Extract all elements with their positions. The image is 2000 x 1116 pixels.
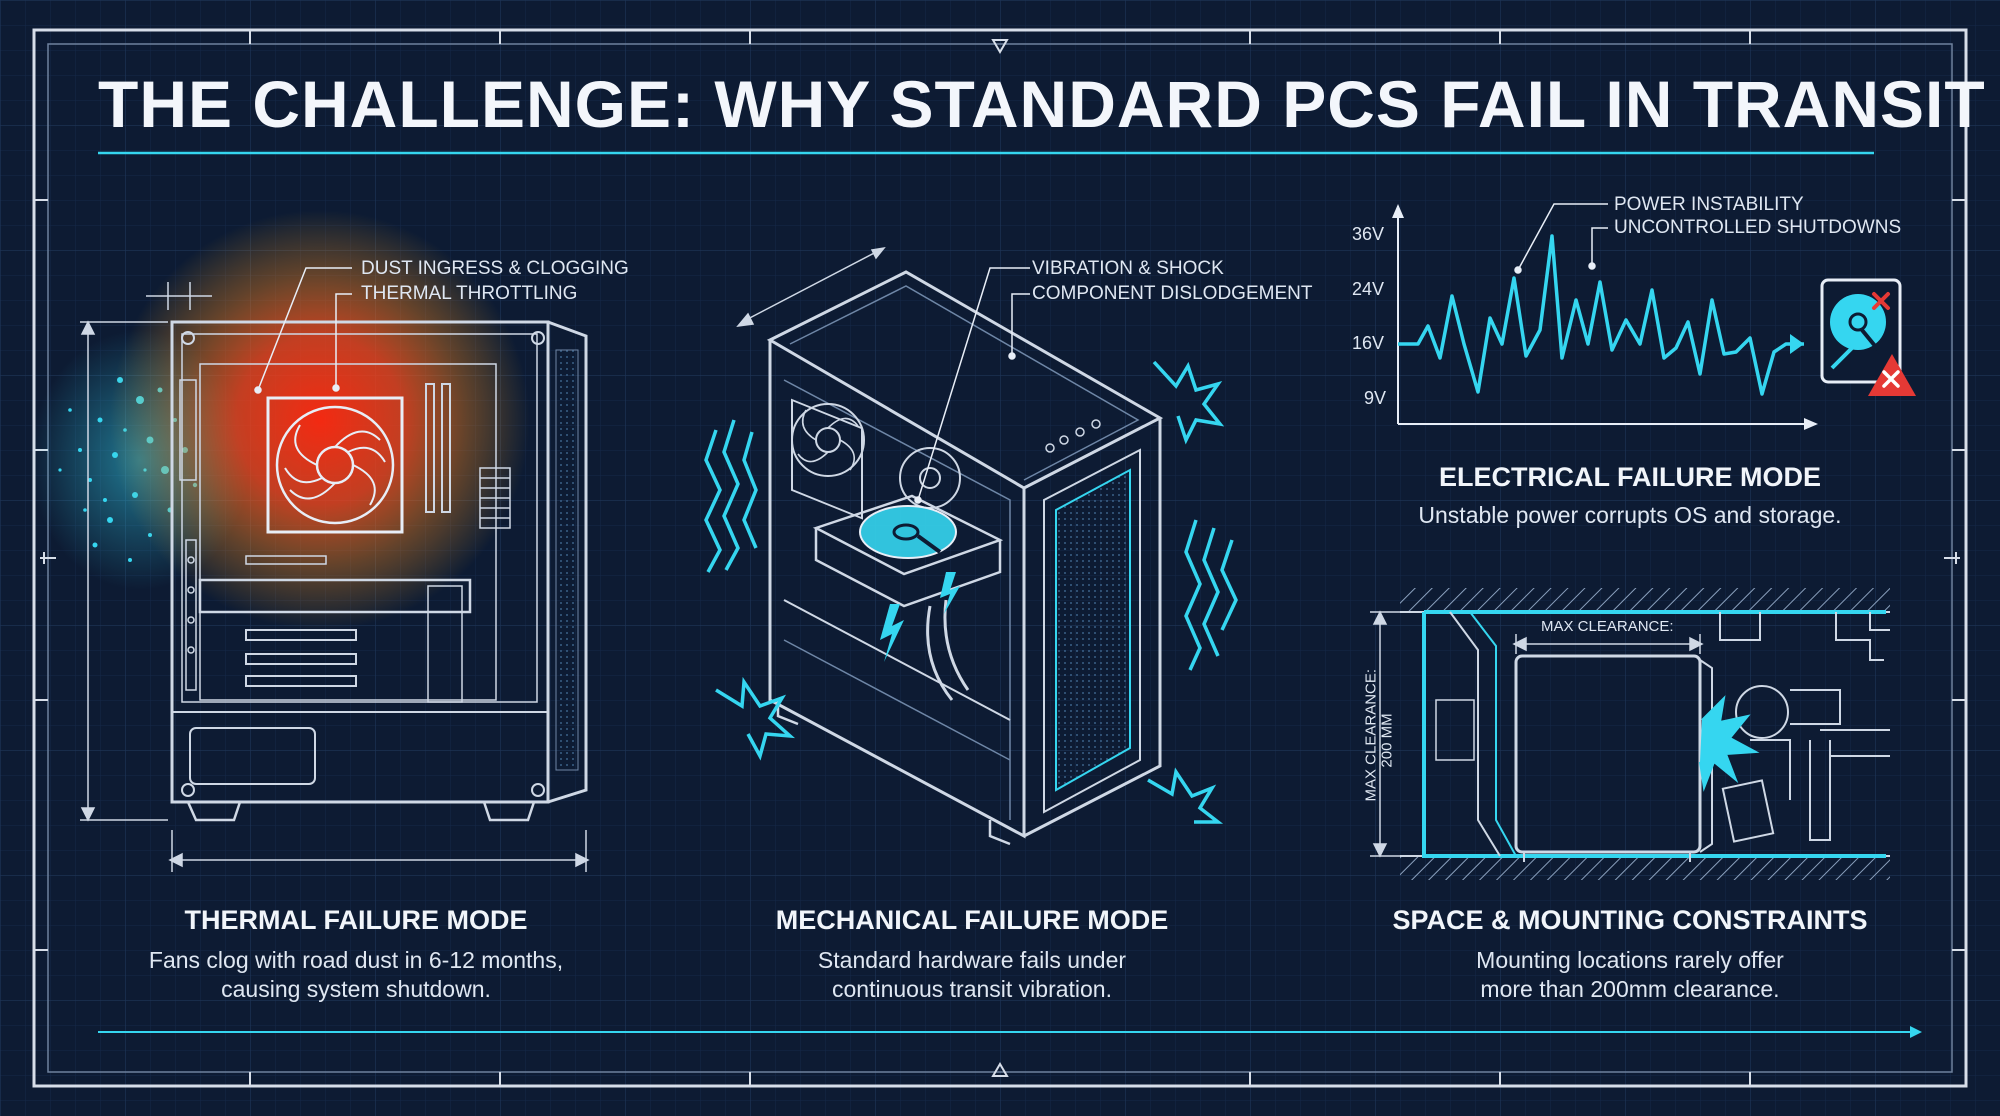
thermal-pc-illustration — [30, 210, 590, 872]
space-constraint-illustration — [1370, 588, 1890, 880]
voltage-wave-line — [1398, 234, 1804, 396]
page-title: THE CHALLENGE: WHY STANDARD PCS FAIL IN … — [98, 67, 1986, 141]
space-description: Mounting locations rarely offer more tha… — [1476, 947, 1784, 1002]
mechanical-callout-vibration: VIBRATION & SHOCK — [1032, 258, 1224, 279]
electrical-callout-power: POWER INSTABILITY — [1614, 194, 1804, 215]
electrical-heading: ELECTRICAL FAILURE MODE — [1438, 462, 1821, 492]
y-tick-9v: 9V — [1364, 388, 1387, 408]
y-tick-24v: 24V — [1352, 279, 1385, 299]
mechanical-pc-illustration — [704, 246, 1238, 846]
max-clearance-horizontal-label: MAX CLEARANCE: — [1541, 618, 1674, 635]
thermal-callout-throttling: THERMAL THROTTLING — [361, 283, 578, 304]
voltage-chart — [1392, 203, 1916, 430]
impact-bolt-icons — [880, 572, 960, 662]
vibration-waves-right — [1184, 519, 1238, 671]
mechanical-callout-dislodgement: COMPONENT DISLODGEMENT — [1032, 283, 1313, 304]
mechanical-description: Standard hardware fails under continuous… — [817, 947, 1127, 1002]
vibration-waves-left — [704, 419, 758, 573]
electrical-callout-shutdowns: UNCONTROLLED SHUTDOWNS — [1614, 217, 1902, 238]
max-clearance-vertical-label: MAX CLEARANCE: — [1362, 668, 1380, 802]
voltage-waveform — [1398, 234, 1804, 396]
error-x-icon — [1872, 292, 1890, 310]
collision-burst-icon — [1699, 695, 1760, 792]
y-tick-16v: 16V — [1352, 333, 1385, 353]
electrical-description: Unstable power corrupts OS and storage. — [1418, 502, 1842, 528]
outer-frame — [32, 28, 1968, 1088]
mechanical-heading: MECHANICAL FAILURE MODE — [775, 905, 1169, 935]
thermal-description: Fans clog with road dust in 6-12 months,… — [148, 947, 564, 1002]
thermal-heading: THERMAL FAILURE MODE — [184, 905, 528, 935]
hard-drive-icon — [1820, 278, 1902, 384]
thermal-callout-dust: DUST INGRESS & CLOGGING — [361, 258, 629, 279]
max-clearance-vertical-value: 200 MM — [1378, 713, 1396, 768]
space-heading: SPACE & MOUNTING CONSTRAINTS — [1392, 905, 1868, 935]
y-tick-36v: 36V — [1352, 224, 1385, 244]
warning-x-icon — [1868, 354, 1916, 396]
shock-burst-icons — [715, 360, 1225, 824]
